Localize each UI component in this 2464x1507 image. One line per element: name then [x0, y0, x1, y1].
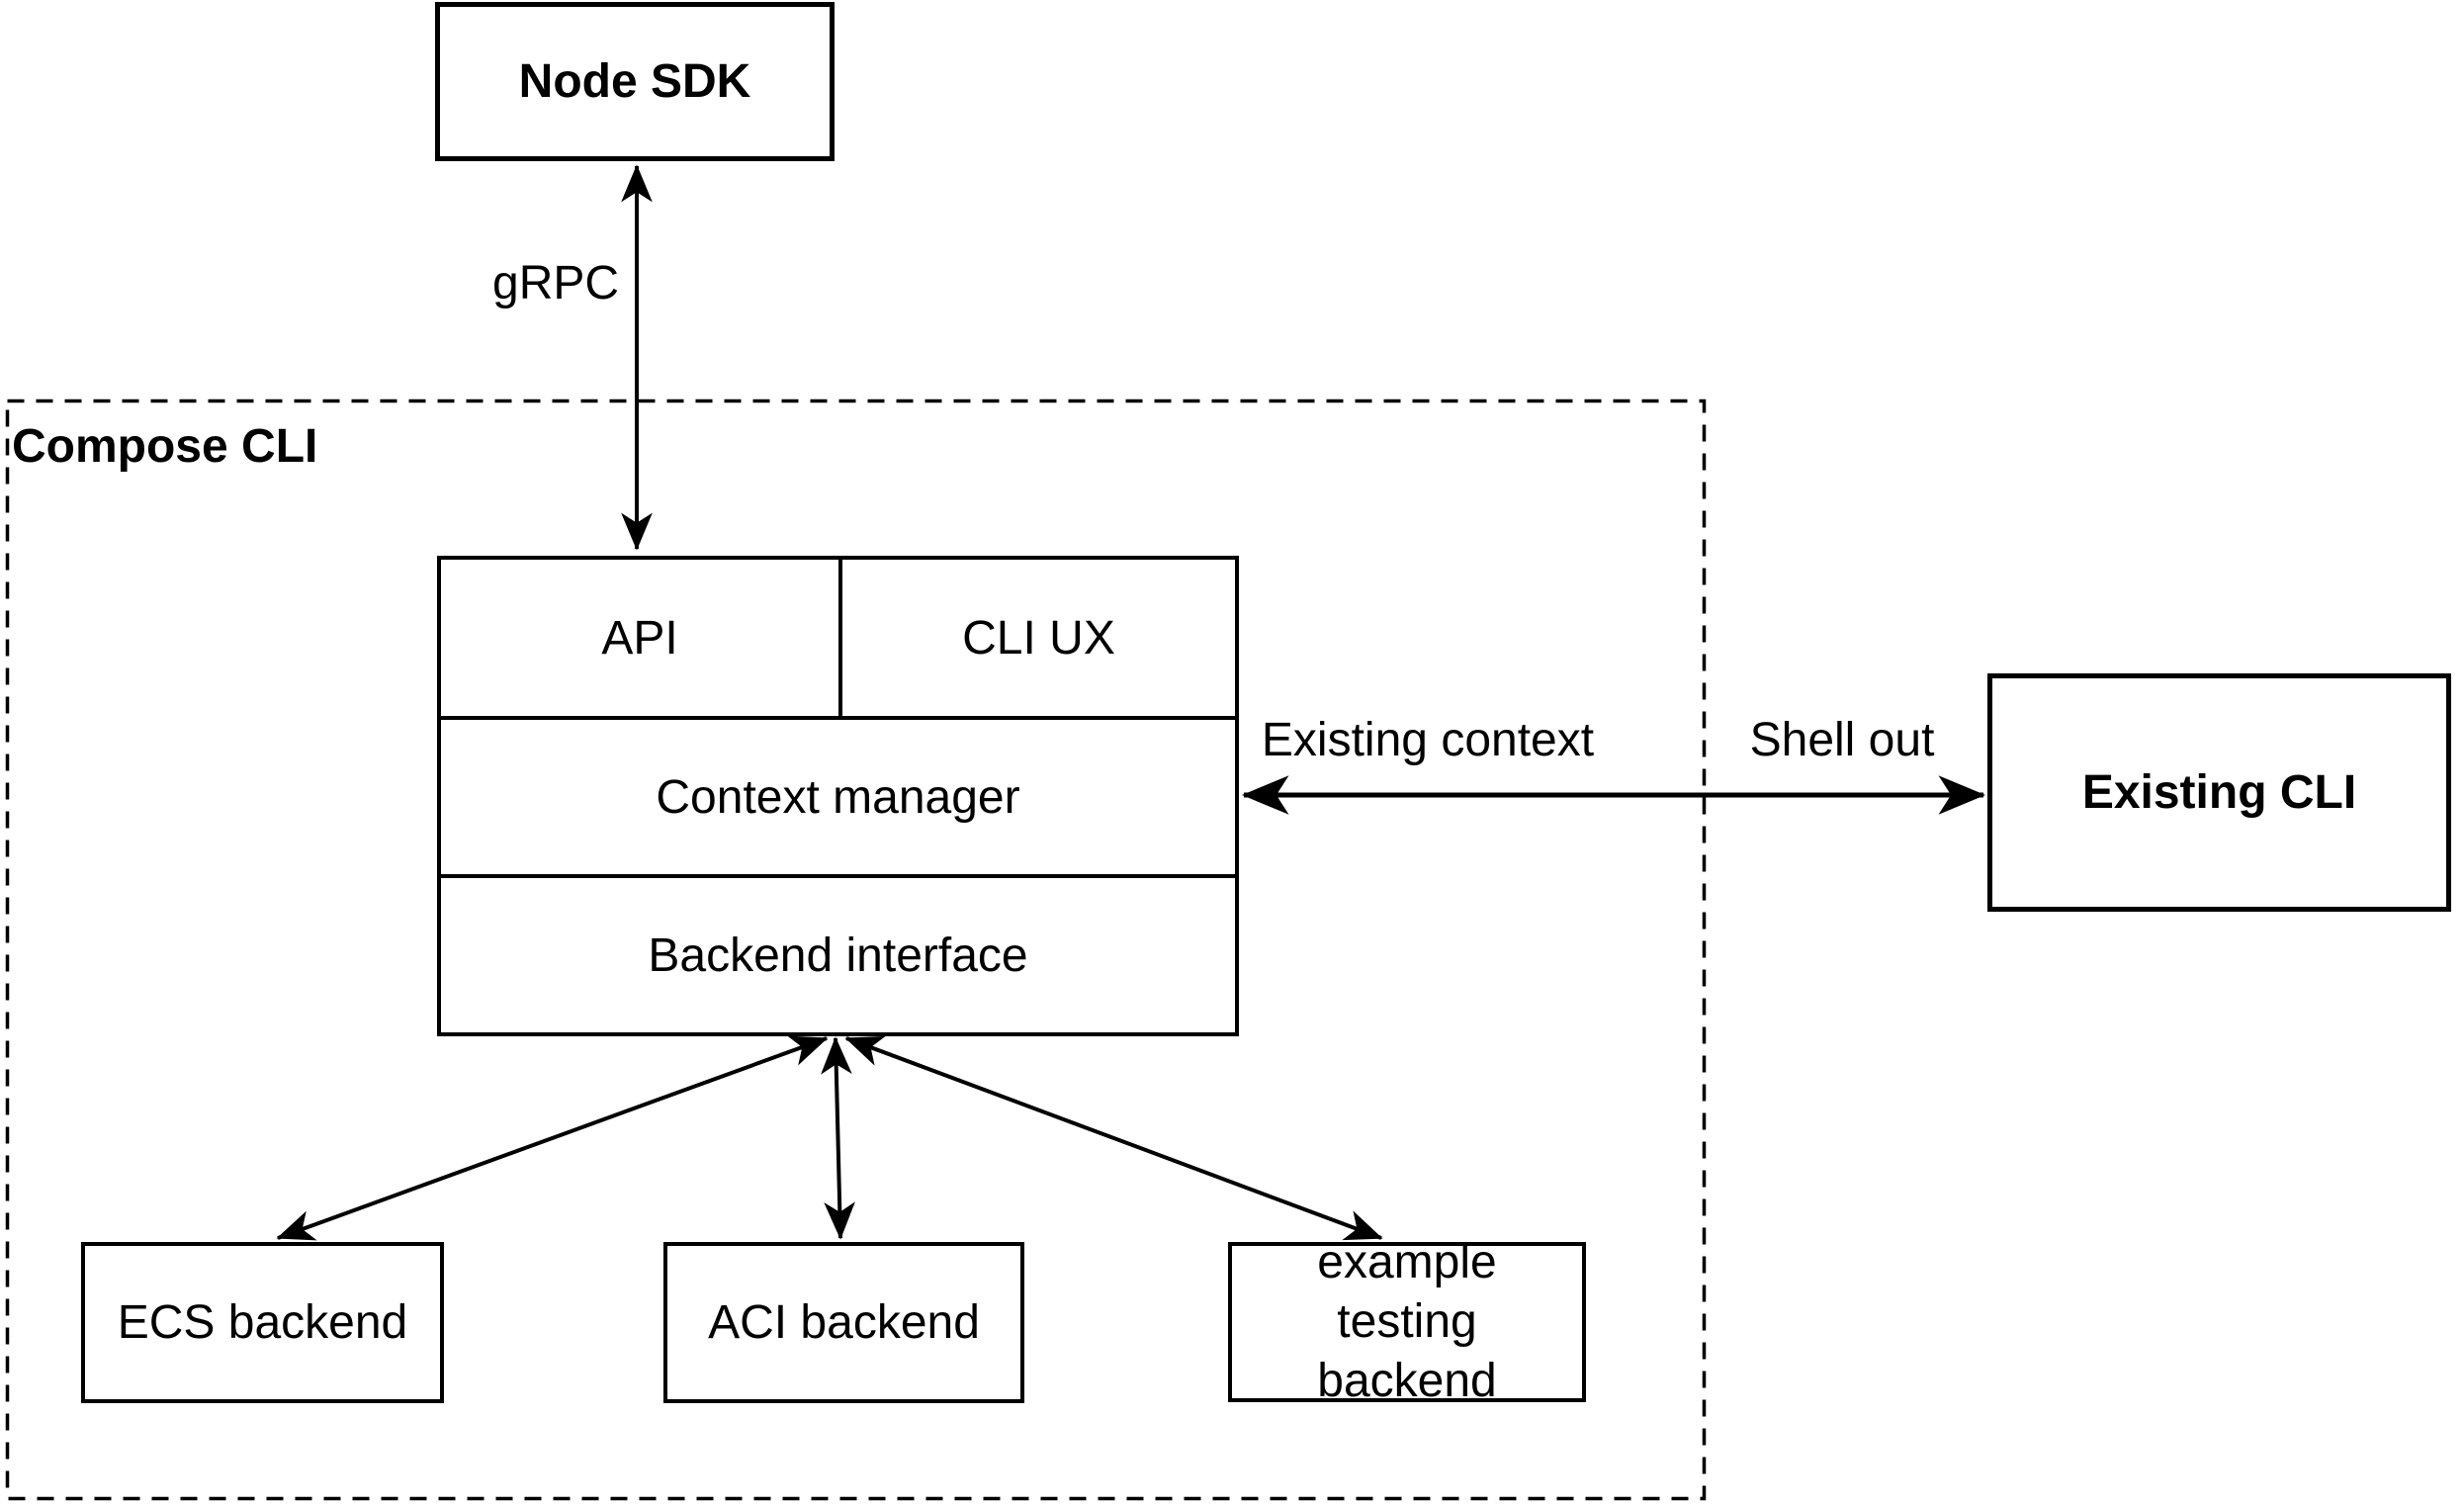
ecs-backend-label: ECS backend	[117, 1295, 408, 1349]
existing-cli-label: Existing CLI	[2081, 765, 2357, 819]
cli-ux-cell: CLI UX	[842, 560, 1235, 720]
example-testing-backend-arrow	[844, 1035, 1383, 1241]
aci-backend-box: ACI backend	[663, 1242, 1024, 1403]
existing-cli-box: Existing CLI	[1987, 673, 2451, 912]
ecs-backend-box: ECS backend	[81, 1242, 444, 1403]
context-manager-cell: Context manager	[441, 720, 1235, 878]
backend-interface-label: Backend interface	[648, 929, 1028, 982]
example-testing-backend-box: example testing backend	[1228, 1236, 1586, 1407]
grpc-edge-label: gRPC	[492, 257, 620, 310]
ecs-backend-arrow	[276, 1035, 829, 1241]
existing-context-edge-label: Existing context	[1261, 714, 1595, 766]
aci-backend-label: ACI backend	[708, 1295, 980, 1349]
node-sdk-box: Node SDK	[435, 2, 835, 161]
shell-out-edge-label: Shell out	[1749, 714, 1935, 766]
context-manager-label: Context manager	[656, 770, 1020, 824]
cli-ux-label: CLI UX	[962, 611, 1115, 665]
compose-cli-core-block: API CLI UX Context manager Backend inter…	[437, 556, 1239, 1036]
api-label: API	[601, 611, 678, 665]
example-testing-backend-label: example testing backend	[1317, 1236, 1497, 1407]
api-cell: API	[441, 560, 842, 720]
aci-backend-arrow	[821, 1036, 855, 1240]
node-sdk-label: Node SDK	[518, 54, 751, 108]
compose-cli-group-label: Compose CLI	[12, 420, 318, 473]
backend-interface-cell: Backend interface	[441, 878, 1235, 1032]
